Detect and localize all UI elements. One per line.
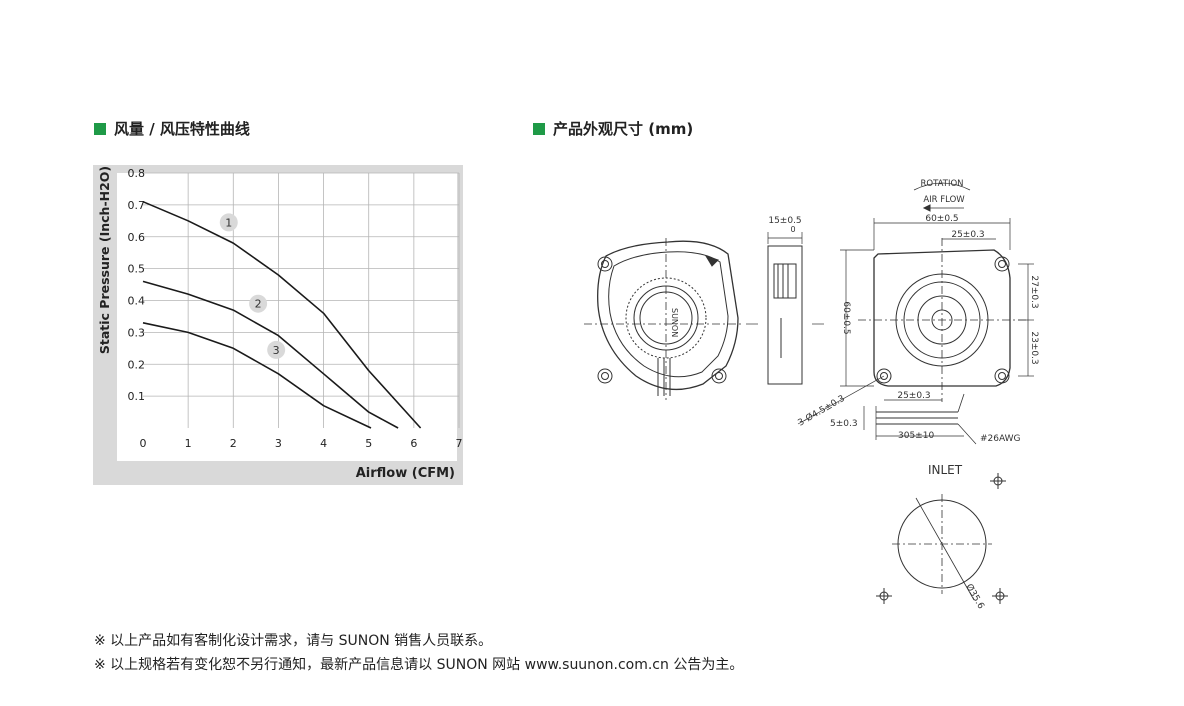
brand-label: SUNON — [670, 308, 679, 337]
y-tick-label: 0.3 — [128, 326, 146, 339]
fan-curve-section-title: 风量 / 风压特性曲线 — [94, 118, 250, 139]
dim-right-lower: 23±0.3 — [1029, 331, 1039, 364]
y-tick-label: 0.6 — [128, 231, 146, 244]
dimension-drawing-svg: SUNON 15±0.5 0 ROTATION AIR FLOW — [584, 179, 1039, 611]
inlet-mark-bl — [876, 588, 892, 604]
chart-series-badges: 1 2 3 — [219, 213, 286, 359]
y-tick-label: 0.2 — [128, 358, 146, 371]
mount-hole-bottom-right — [711, 368, 727, 384]
y-axis-label: Static Pressure (Inch-H2O) — [97, 166, 112, 354]
fan-curve-title-text: 风量 / 风压特性曲线 — [114, 120, 250, 138]
rotation-arrow-icon — [704, 255, 719, 267]
series-line-1 — [142, 200, 422, 429]
series-badge-3 — [267, 340, 286, 359]
y-tick-label: 0.7 — [128, 199, 146, 212]
inlet-mark-tr — [990, 473, 1006, 489]
chart-ticks: 0 1 2 3 4 5 6 7 0.1 0.2 0.3 0.4 0.5 0.6 0.7 0.8 — [128, 167, 463, 450]
x-tick-label: 1 — [185, 437, 192, 450]
side-view: 15±0.5 0 — [746, 216, 824, 385]
dim-lead-length: 305±10 — [898, 431, 934, 441]
dim-thickness-lower: 0 — [790, 225, 795, 234]
rotation-label: ROTATION — [920, 179, 963, 189]
dimensions-section-title: 产品外观尺寸 (mm) — [533, 118, 693, 139]
chart-grid — [143, 172, 460, 428]
series-badge-label-1: 1 — [225, 216, 232, 229]
x-tick-label: 7 — [456, 437, 463, 450]
section-marker — [94, 122, 106, 135]
x-axis-label: Airflow (CFM) — [356, 466, 455, 481]
x-tick-label: 4 — [320, 437, 327, 450]
footnote-spec-change: ※ 以上规格若有变化恕不另行通知，最新产品信息请以 SUNON 网站 www.s… — [94, 657, 744, 673]
dimensions-title-text: 产品外观尺寸 (mm) — [553, 120, 694, 138]
chart-series — [142, 200, 422, 429]
inlet-label: INLET — [928, 463, 963, 477]
dim-wire: #26AWG — [980, 434, 1021, 444]
dim-height: 60±0.5 — [841, 301, 851, 334]
fan-curve-chart-svg: 0 1 2 3 4 5 6 7 0.1 0.2 0.3 0.4 0.5 0.6 0.7 0.8 1 2 3 Sta… — [93, 165, 463, 485]
mount-hole-top-left — [597, 256, 613, 272]
mount-hole-bottom-left — [597, 368, 613, 384]
x-tick-label: 0 — [140, 437, 147, 450]
rotation-arc-icon — [913, 182, 971, 191]
mount-hole-bottom-right-main — [994, 368, 1010, 384]
airflow-arrow-icon — [922, 204, 931, 212]
y-tick-label: 0.8 — [128, 167, 146, 180]
dim-thickness: 15±0.5 — [768, 216, 801, 226]
dim-lead-offset: 5±0.3 — [830, 419, 858, 429]
main-view: ROTATION AIR FLOW 60±0.5 25±0.3 — [796, 179, 1039, 445]
x-tick-label: 6 — [410, 437, 417, 450]
dimension-drawing: SUNON 15±0.5 0 ROTATION AIR FLOW — [578, 168, 1048, 624]
series-line-3 — [142, 322, 372, 429]
section-marker — [533, 122, 545, 135]
dim-right-upper: 27±0.3 — [1029, 275, 1039, 308]
y-tick-label: 0.1 — [128, 390, 146, 403]
x-tick-label: 5 — [365, 437, 372, 450]
airflow-label: AIR FLOW — [923, 195, 965, 205]
y-tick-label: 0.4 — [128, 295, 146, 308]
series-line-2 — [142, 280, 399, 429]
series-badge-label-3: 3 — [273, 344, 280, 357]
front-view: SUNON — [584, 238, 744, 400]
series-badge-2 — [249, 294, 268, 313]
series-badge-1 — [219, 213, 238, 232]
mount-hole-top-right — [994, 256, 1010, 272]
y-tick-label: 0.5 — [128, 263, 146, 276]
mount-hole-bottom-left-main — [876, 368, 892, 384]
footnote-custom-design: ※ 以上产品如有客制化设计需求，请与 SUNON 销售人员联系。 — [94, 633, 493, 649]
plot-background — [117, 173, 457, 461]
inlet-mark-br — [992, 588, 1008, 604]
dim-bottom-width: 25±0.3 — [897, 391, 930, 401]
fan-curve-chart: 0 1 2 3 4 5 6 7 0.1 0.2 0.3 0.4 0.5 0.6 0.7 0.8 1 2 3 Sta… — [93, 165, 465, 491]
series-badge-label-2: 2 — [255, 298, 262, 311]
x-tick-label: 3 — [275, 437, 282, 450]
dim-inlet-diameter: Ø35.6 — [963, 582, 986, 611]
x-tick-label: 2 — [230, 437, 237, 450]
inlet-view: INLET Ø35.6 — [876, 463, 1008, 611]
dim-inner-width: 25±0.3 — [951, 230, 984, 240]
dim-width: 60±0.5 — [925, 214, 958, 224]
